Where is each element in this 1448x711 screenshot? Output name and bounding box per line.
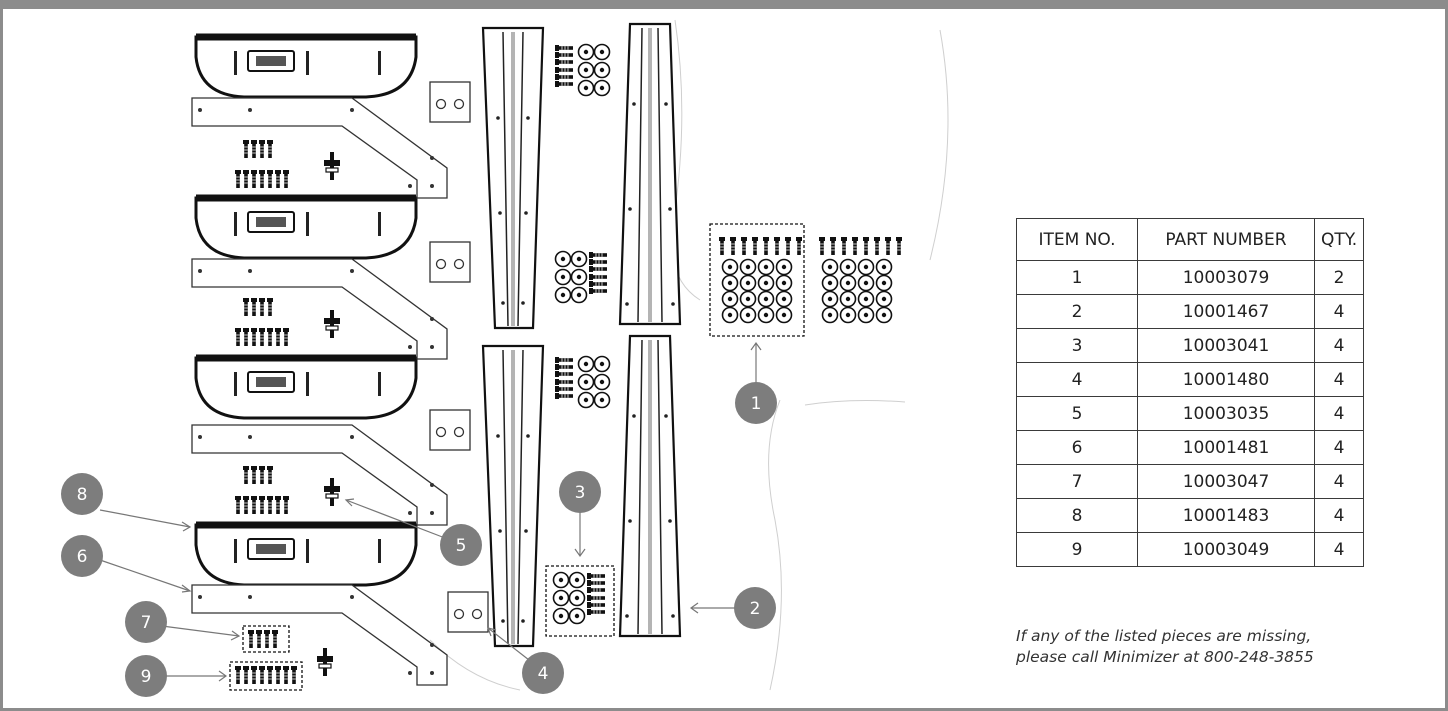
callout-5: 5 [440,524,482,566]
parts-table: ITEM NO. PART NUMBER QTY. 1 10003079 2 2… [1016,218,1365,567]
note-line-2: please call Minimizer at 800-248-3855 [1016,648,1314,666]
cell-item: 8 [1016,498,1138,533]
cell-item: 6 [1016,430,1138,465]
callout-4: 4 [522,652,564,694]
table-row: 8 10001483 4 [1016,498,1365,533]
fender-1 [196,37,416,97]
cell-item: 5 [1016,396,1138,431]
cell-qty: 4 [1313,328,1365,363]
cell-item: 3 [1016,328,1138,363]
table-row: 9 10003049 4 [1016,532,1365,567]
callout-7: 7 [125,601,167,643]
flap-panel-2 [618,22,682,326]
fender-3 [196,358,416,418]
cell-item: 2 [1016,294,1138,329]
cell-qty: 4 [1313,498,1365,533]
svg-text:2: 2 [750,599,761,619]
cell-part: 10003049 [1137,532,1315,567]
cell-item: 9 [1016,532,1138,567]
svg-text:7: 7 [141,613,152,633]
svg-text:9: 9 [141,667,152,687]
cell-item: 4 [1016,362,1138,397]
flap-panel-1 [481,26,545,330]
bolt-set-1 [235,140,340,188]
callout-1: 1 [735,382,777,424]
table-row: 5 10003035 4 [1016,396,1365,431]
bracket-3 [429,409,471,451]
parts-diagram: 1 2 3 4 5 6 7 8 9 [61,19,949,697]
cell-part: 10001467 [1137,294,1315,329]
hardware-set-3 [555,357,610,408]
flap-panel-3 [481,344,545,648]
support-arm-2 [191,258,448,360]
hardware-set-1 [555,45,610,96]
callout-3: 3 [559,471,601,513]
missing-parts-note: If any of the listed pieces are missing,… [1016,626,1436,668]
header-item-no: ITEM NO. [1016,218,1138,261]
table-header-row: ITEM NO. PART NUMBER QTY. [1016,218,1365,261]
callout-2: 2 [734,587,776,629]
hardware-set-2 [556,252,608,303]
table-row: 3 10003041 4 [1016,328,1365,363]
hardware-kit-1 [719,237,802,323]
cell-part: 10001483 [1137,498,1315,533]
header-part-number: PART NUMBER [1137,218,1315,261]
bolt-set-3 [235,466,340,514]
support-arm-1 [191,97,448,199]
cell-qty: 4 [1313,396,1365,431]
cell-qty: 4 [1313,362,1365,397]
svg-text:4: 4 [538,664,549,684]
bracket-4 [447,591,489,633]
cell-qty: 4 [1313,430,1365,465]
table-row: 1 10003079 2 [1016,260,1365,295]
table-row: 7 10003047 4 [1016,464,1365,499]
flap-panel-4 [618,334,682,638]
support-arm-3 [191,424,448,526]
cell-part: 10003035 [1137,396,1315,431]
bracket-1 [429,81,471,123]
bolt-set-4 [234,629,334,685]
svg-text:8: 8 [77,485,88,505]
fender-4 [196,525,416,585]
svg-text:5: 5 [456,536,467,556]
svg-text:3: 3 [575,483,586,503]
note-line-1: If any of the listed pieces are missing, [1016,627,1312,645]
cell-part: 10001480 [1137,362,1315,397]
hardware-kit-2 [819,237,902,323]
table-row: 6 10001481 4 [1016,430,1365,465]
cell-qty: 4 [1313,464,1365,499]
cell-part: 10001481 [1137,430,1315,465]
bracket-2 [429,241,471,283]
callout-8: 8 [61,473,103,515]
callout-9: 9 [125,655,167,697]
table-row: 4 10001480 4 [1016,362,1365,397]
cell-qty: 2 [1313,260,1365,295]
cell-qty: 4 [1313,532,1365,567]
bolt-set-2 [235,298,340,346]
cell-part: 10003047 [1137,464,1315,499]
hardware-set-4 [554,573,606,624]
callout-6: 6 [61,535,103,577]
cell-part: 10003079 [1137,260,1315,295]
header-qty: QTY. [1313,218,1365,261]
svg-text:1: 1 [751,394,762,414]
table-row: 2 10001467 4 [1016,294,1365,329]
cell-item: 1 [1016,260,1138,295]
cell-part: 10003041 [1137,328,1315,363]
fender-2 [196,198,416,258]
svg-text:6: 6 [77,547,88,567]
cell-qty: 4 [1313,294,1365,329]
cell-item: 7 [1016,464,1138,499]
